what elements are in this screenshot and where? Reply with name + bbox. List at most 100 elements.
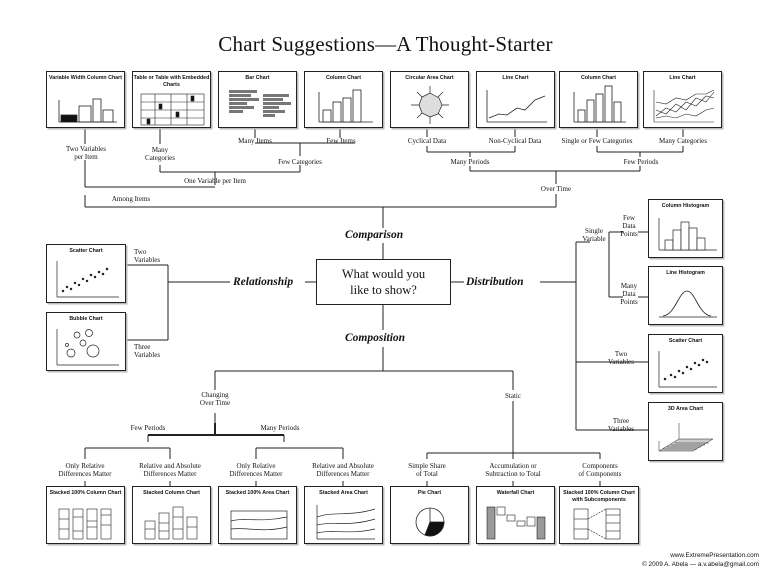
label-many-periods: Many Periods <box>450 158 490 166</box>
label-cyclical-data: Cyclical Data <box>407 137 447 145</box>
chart-caption: Line Histogram <box>666 270 705 276</box>
label-static: Static <box>505 392 521 400</box>
chart-caption: Column Chart <box>325 75 362 81</box>
chart-box-stacked-100-column: Stacked 100% Column Chart <box>46 486 125 544</box>
chart-box-bar: Bar Chart <box>218 71 297 128</box>
chart-caption: Column Chart <box>580 75 617 81</box>
chart-box-stacked-column: Stacked Column Chart <box>132 486 211 544</box>
chart-box-column-histogram: Column Histogram <box>648 199 723 258</box>
scatter-thumbnail-icon <box>658 351 717 388</box>
chart-box-line-many: Line Chart <box>643 71 722 128</box>
chart-box-stacked-area: Stacked Area Chart <box>304 486 383 544</box>
chart-caption: Variable Width Column Chart <box>49 75 122 81</box>
3d-area-thumbnail-icon <box>658 423 714 452</box>
stacked-100-area-thumbnail-icon <box>230 510 288 540</box>
chart-caption: Stacked 100% Area Chart <box>225 490 290 496</box>
chart-box-pie: Pie Chart <box>390 486 469 544</box>
label-few-categories: Few Categories <box>278 158 322 166</box>
multi-line-thumbnail-icon <box>653 89 715 123</box>
label-one-variable-per-item: One Variable per Item <box>184 177 246 185</box>
scatter-thumbnail-icon <box>56 261 119 298</box>
chart-caption: Line Chart <box>669 75 696 81</box>
chart-caption: Waterfall Chart <box>496 490 535 496</box>
category-relationship: Relationship <box>233 276 294 288</box>
footer-copyright: © 2009 A. Abela — a.v.abela@gmail.com <box>642 561 759 568</box>
chart-caption: Stacked 100% Column Chart <box>49 490 122 496</box>
label-few-items: Few Items <box>326 137 356 145</box>
label-single-or-few-categories: Single or Few Categories <box>561 137 633 145</box>
line-histogram-thumbnail-icon <box>659 290 717 318</box>
chart-caption: Pie Chart <box>417 490 442 496</box>
label-many-categories-2: Many Categories <box>658 137 707 145</box>
chart-box-scatter-distribution: Scatter Chart <box>648 334 723 393</box>
stacked-100-column-thumbnail-icon <box>58 508 112 540</box>
chart-box-waterfall: Waterfall Chart <box>476 486 555 544</box>
chart-caption: Bubble Chart <box>69 316 103 322</box>
stacked-subcomponents-thumbnail-icon <box>573 508 621 540</box>
chart-box-line-noncyclical: Line Chart <box>476 71 555 128</box>
table-thumbnail-icon <box>140 93 205 126</box>
diagram-title: Chart Suggestions—A Thought-Starter <box>218 32 553 56</box>
label-non-cyclical-data: Non-Cyclical Data <box>488 137 542 145</box>
column-chart-thumbnail-icon <box>573 85 626 123</box>
chart-caption: Line Chart <box>502 75 529 81</box>
waterfall-thumbnail-icon <box>486 506 546 540</box>
label-few-periods: Few Periods <box>623 158 659 166</box>
category-comparison: Comparison <box>345 229 404 241</box>
label-few-periods-comp: Few Periods <box>130 424 166 432</box>
chart-box-table-embedded: Table or Table with Embedded Charts <box>132 71 211 128</box>
chart-caption: Circular Area Chart <box>405 75 454 81</box>
chart-box-3d-area: 3D Area Chart <box>648 402 723 461</box>
column-histogram-thumbnail-icon <box>658 218 717 251</box>
stacked-column-thumbnail-icon <box>144 506 198 540</box>
chart-caption: Stacked 100% Column Chart with Subcompon… <box>563 490 635 503</box>
chart-box-stacked-subcomponents: Stacked 100% Column Chart with Subcompon… <box>559 486 639 544</box>
chart-caption: Stacked Area Chart <box>319 490 368 496</box>
label-over-time: Over Time <box>540 185 572 193</box>
label-many-items: Many Items <box>238 137 272 145</box>
chart-caption: Scatter Chart <box>69 248 103 254</box>
chart-caption: 3D Area Chart <box>667 406 704 412</box>
chart-box-column: Column Chart <box>304 71 383 128</box>
chart-box-variable-width-column: Variable Width Column Chart <box>46 71 125 128</box>
column-chart-thumbnail-icon <box>318 89 373 123</box>
chart-box-column-few: Column Chart <box>559 71 638 128</box>
chart-caption: Stacked Column Chart <box>143 490 200 496</box>
chart-box-bubble: Bubble Chart <box>46 312 126 371</box>
category-distribution: Distribution <box>466 276 524 288</box>
label-many-periods-comp: Many Periods <box>260 424 300 432</box>
pie-thumbnail-icon <box>415 507 445 537</box>
label-among-items: Among Items <box>111 195 151 203</box>
chart-caption: Table or Table with Embedded Charts <box>133 75 210 88</box>
variable-width-column-thumbnail-icon <box>58 98 117 123</box>
chart-caption: Scatter Chart <box>668 338 703 344</box>
chart-box-stacked-100-area: Stacked 100% Area Chart <box>218 486 297 544</box>
chart-box-circular-area: Circular Area Chart <box>390 71 469 128</box>
chart-caption: Column Histogram <box>661 203 710 209</box>
footer-site: www.ExtremePresentation.com <box>670 552 759 559</box>
chart-box-scatter-relationship: Scatter Chart <box>46 244 126 303</box>
bubble-thumbnail-icon <box>56 329 119 366</box>
chart-caption: Bar Chart <box>245 75 270 81</box>
category-composition: Composition <box>345 332 406 344</box>
bar-chart-thumbnail-icon <box>229 90 291 117</box>
